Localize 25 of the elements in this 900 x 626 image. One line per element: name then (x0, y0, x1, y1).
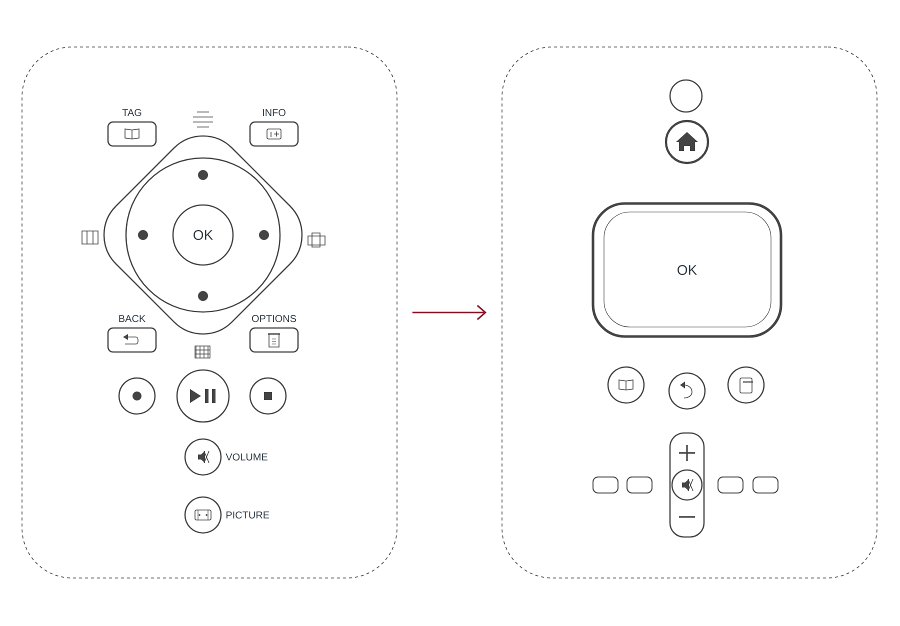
arrow (412, 304, 487, 320)
round-button (727, 366, 765, 404)
remote-key (249, 121, 299, 147)
round-key (184, 496, 222, 534)
round-button (669, 79, 703, 113)
key-label: BACK (119, 315, 146, 322)
remote-key (107, 327, 157, 353)
key-label: VOLUME (226, 453, 268, 461)
ok-button: OK (172, 204, 234, 266)
round-button (118, 377, 156, 415)
touch-pad: OK (592, 202, 782, 338)
remote-key (249, 327, 299, 353)
round-key (184, 438, 222, 476)
remote-panel (502, 46, 878, 578)
round-button (607, 366, 645, 404)
round-button (176, 369, 230, 423)
remote-panel (22, 46, 398, 578)
key-label: INFO (263, 109, 286, 116)
round-button (249, 377, 287, 415)
key-label: TAG (122, 109, 142, 116)
key-label: PICTURE (226, 511, 270, 519)
key-label: OPTIONS (252, 315, 296, 322)
round-button (668, 372, 706, 410)
round-button (664, 120, 710, 164)
remote-key (107, 121, 157, 147)
